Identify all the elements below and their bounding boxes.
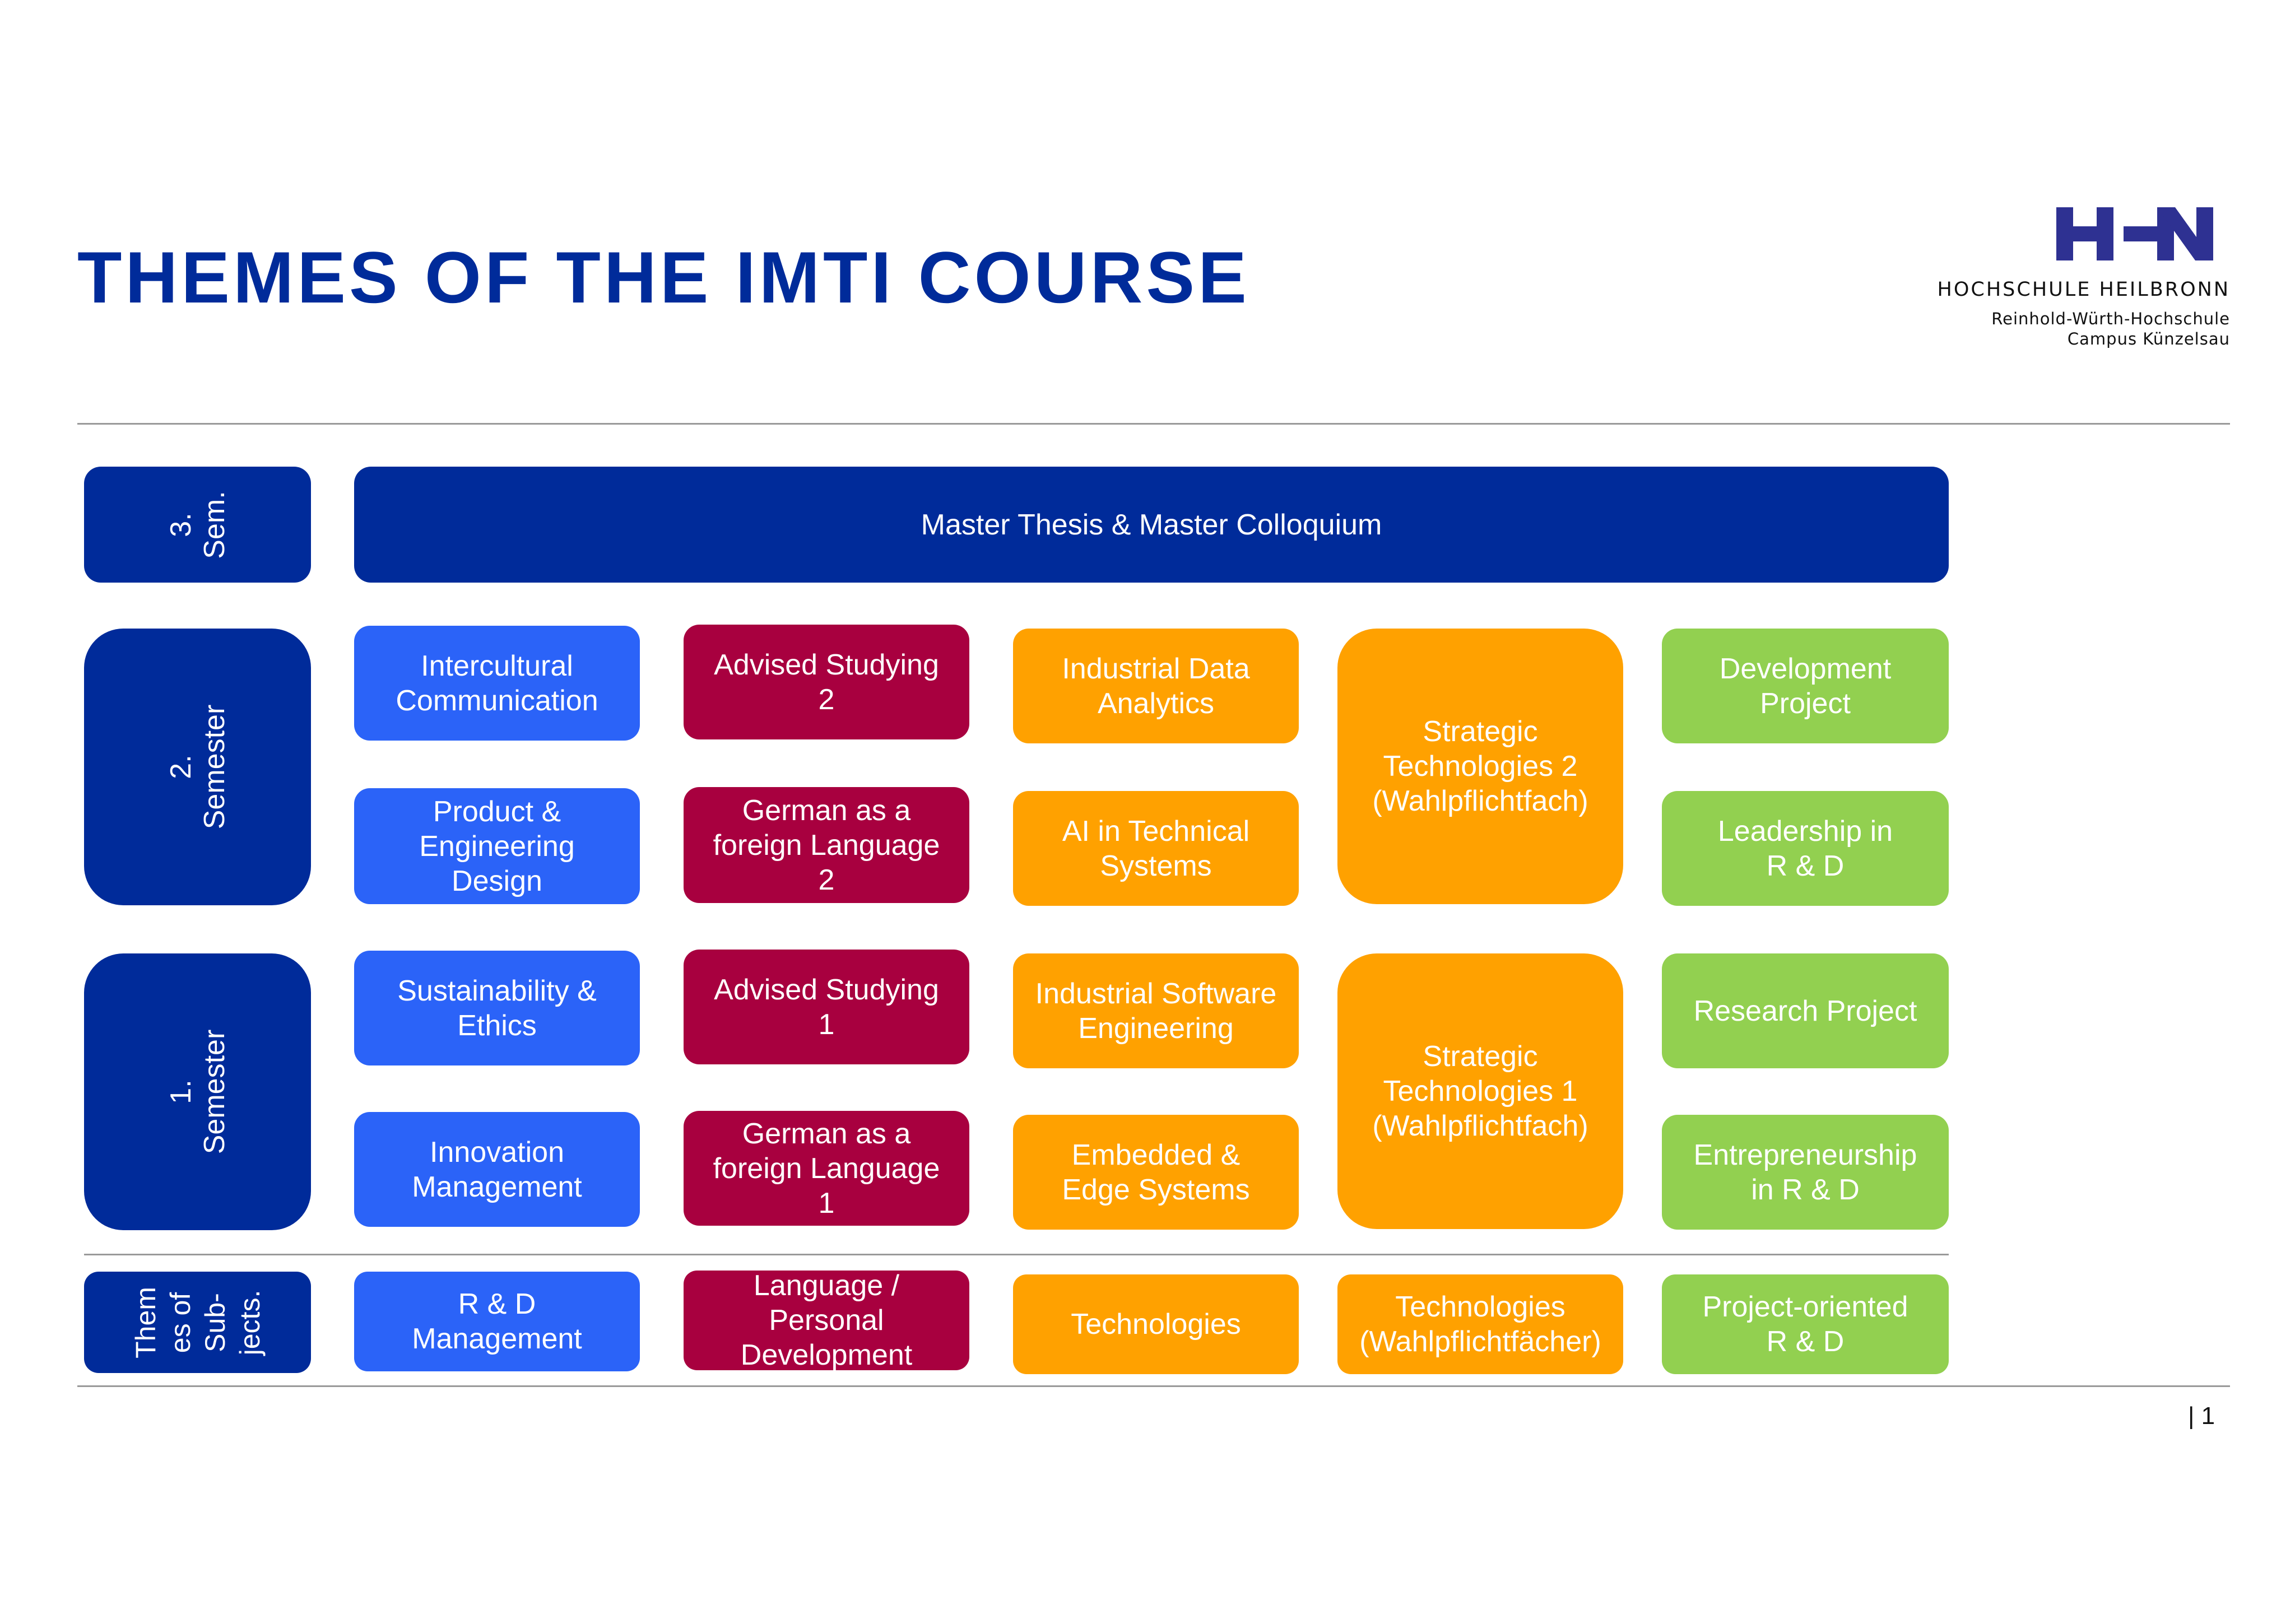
- row-label-text: Them es of Sub- jects.: [129, 1286, 266, 1358]
- top-divider: [77, 423, 2230, 425]
- module-advised-studying-2: Advised Studying 2: [684, 625, 969, 739]
- module-label: German as a foreign Language 1: [713, 1117, 940, 1220]
- module-industrial-software-engineering: Industrial Software Engineering: [1013, 953, 1299, 1068]
- module-label: Advised Studying 1: [714, 973, 939, 1041]
- module-label: Industrial Data Analytics: [1062, 652, 1250, 720]
- university-logo: HOCHSCHULE HEILBRONN Reinhold-Würth-Hoch…: [1933, 207, 2230, 353]
- module-label: Advised Studying 2: [714, 648, 939, 716]
- row-label-semester-3: 3. Sem.: [84, 467, 311, 583]
- module-industrial-data-analytics: Industrial Data Analytics: [1013, 629, 1299, 743]
- theme-label: Technologies (Wahlpflichtfächer): [1359, 1291, 1601, 1358]
- module-advised-studying-1: Advised Studying 1: [684, 950, 969, 1064]
- module-ai-technical-systems: AI in Technical Systems: [1013, 791, 1299, 906]
- module-german-language-2: German as a foreign Language 2: [684, 787, 969, 903]
- module-label: Intercultural Communication: [396, 649, 598, 717]
- theme-technologies: Technologies: [1013, 1274, 1299, 1374]
- module-strategic-technologies-2: Strategic Technologies 2 (Wahlpflichtfac…: [1337, 629, 1623, 904]
- module-label: Strategic Technologies 2 (Wahlpflichtfac…: [1372, 715, 1588, 817]
- module-intercultural-communication: Intercultural Communication: [354, 626, 640, 741]
- module-label: Leadership in R & D: [1717, 815, 1893, 882]
- row-label-text: 3. Sem.: [164, 490, 231, 559]
- module-leadership-rd: Leadership in R & D: [1662, 791, 1949, 906]
- module-product-engineering-design: Product & Engineering Design: [354, 788, 640, 904]
- theme-technologies-wahlpflicht: Technologies (Wahlpflichtfächer): [1337, 1274, 1623, 1374]
- page-title: THEMES OF THE IMTI COURSE: [77, 236, 1250, 318]
- row-label-text: 1. Semester: [164, 1029, 231, 1155]
- theme-language-personal-development: Language / Personal Development: [684, 1269, 969, 1371]
- module-sustainability-ethics: Sustainability & Ethics: [354, 951, 640, 1065]
- row-label-text: 2. Semester: [164, 704, 231, 830]
- module-label: Research Project: [1693, 994, 1917, 1027]
- row-label-semester-2: 2. Semester: [84, 629, 311, 905]
- row-label-themes: Them es of Sub- jects.: [84, 1272, 311, 1373]
- hhn-logo-mark: [2056, 207, 2213, 260]
- module-label: AI in Technical Systems: [1062, 815, 1250, 882]
- module-label: Entrepreneurship in R & D: [1693, 1138, 1917, 1206]
- bottom-divider: [77, 1385, 2230, 1387]
- module-research-project: Research Project: [1662, 953, 1949, 1068]
- module-strategic-technologies-1: Strategic Technologies 1 (Wahlpflichtfac…: [1337, 953, 1623, 1229]
- theme-project-oriented-rd: Project-oriented R & D: [1662, 1274, 1949, 1374]
- themes-divider: [84, 1254, 1949, 1255]
- module-entrepreneurship-rd: Entrepreneurship in R & D: [1662, 1115, 1949, 1230]
- module-label: Industrial Software Engineering: [1035, 977, 1277, 1045]
- university-subtitle: Reinhold-Würth-Hochschule: [1991, 309, 2230, 328]
- module-label: German as a foreign Language 2: [713, 794, 940, 896]
- module-label: Innovation Management: [412, 1136, 582, 1203]
- theme-label: Technologies: [1071, 1308, 1241, 1341]
- module-label: Development Project: [1719, 652, 1892, 720]
- module-label: Strategic Technologies 1 (Wahlpflichtfac…: [1372, 1040, 1588, 1142]
- module-innovation-management: Innovation Management: [354, 1112, 640, 1227]
- module-german-language-1: German as a foreign Language 1: [684, 1111, 969, 1226]
- module-label: Sustainability & Ethics: [397, 974, 597, 1042]
- theme-label: Project-oriented R & D: [1702, 1291, 1908, 1358]
- module-label: Master Thesis & Master Colloquium: [921, 508, 1382, 541]
- theme-rd-management: R & D Management: [354, 1272, 640, 1371]
- page-number: | 1: [2188, 1402, 2215, 1430]
- module-embedded-edge-systems: Embedded & Edge Systems: [1013, 1115, 1299, 1230]
- module-master-thesis: Master Thesis & Master Colloquium: [354, 467, 1949, 583]
- theme-label: Language / Personal Development: [740, 1269, 913, 1371]
- university-name: HOCHSCHULE HEILBRONN: [1937, 278, 2230, 301]
- theme-label: R & D Management: [412, 1288, 582, 1355]
- module-development-project: Development Project: [1662, 629, 1949, 743]
- row-label-semester-1: 1. Semester: [84, 953, 311, 1230]
- module-label: Product & Engineering Design: [419, 795, 575, 897]
- campus-name: Campus Künzelsau: [2067, 329, 2230, 348]
- module-label: Embedded & Edge Systems: [1062, 1138, 1250, 1206]
